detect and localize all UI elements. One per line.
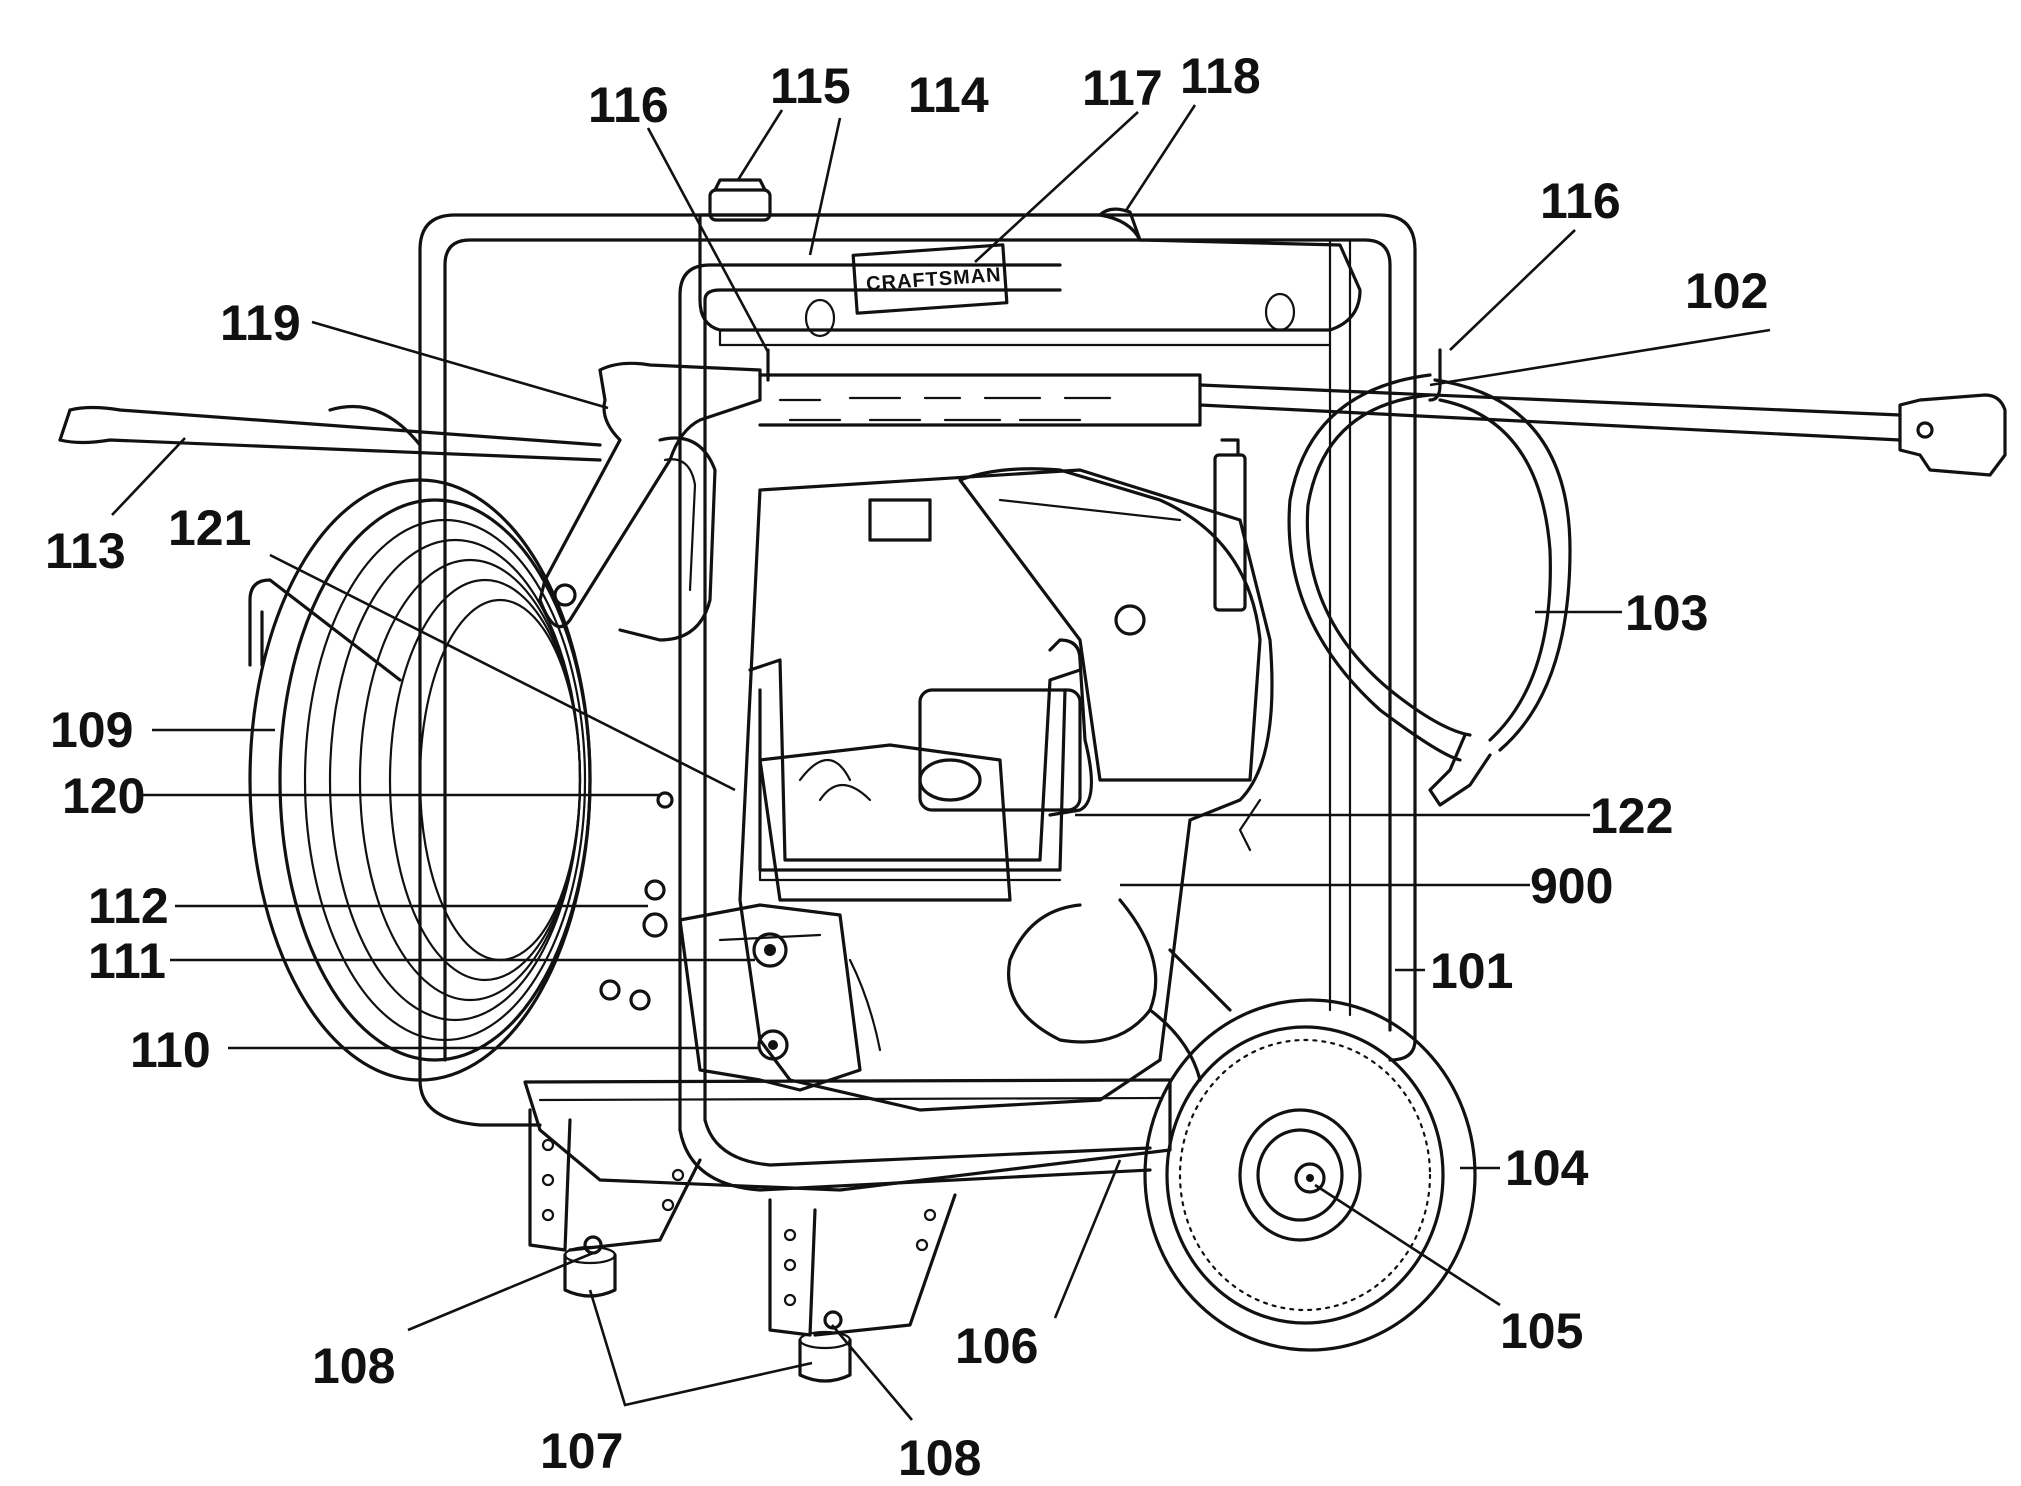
leader-118: [1123, 104, 1197, 213]
callout-104: 104: [1505, 1140, 1589, 1196]
leader-119: [311, 320, 609, 410]
callout-108-left: 108: [312, 1338, 395, 1394]
wand-vents: [778, 396, 1112, 422]
bracket-122: [1048, 638, 1094, 817]
callout-103: 103: [1625, 585, 1708, 641]
spray-gun-119: [538, 361, 762, 642]
fitting-112: [642, 912, 668, 938]
callout-110: 110: [130, 1022, 211, 1078]
callout-900: 900: [1530, 858, 1613, 914]
callout-113: 113: [45, 523, 126, 579]
soap-injector-121: [1213, 438, 1247, 612]
engine: [738, 467, 1274, 1112]
callout-105: 105: [1500, 1303, 1583, 1359]
label-118: [1098, 207, 1142, 242]
foot-bolt-108: [583, 1235, 843, 1330]
callout-102: 102: [1685, 263, 1768, 319]
handle-113: [58, 405, 602, 462]
wand-102: [758, 373, 2007, 477]
leader-lines: [111, 104, 1771, 1421]
axle-hub-105: [1294, 1162, 1326, 1194]
leader-106: [1053, 1159, 1122, 1319]
fitting-111: [752, 932, 788, 968]
leader-102: [1429, 328, 1771, 387]
callout-114: 114: [908, 67, 989, 123]
fitting-110: [757, 1029, 789, 1061]
leader-117: [974, 111, 1139, 263]
callout-109: 109: [50, 702, 133, 758]
callout-111: 111: [88, 933, 166, 989]
top-cover-114: [698, 213, 1362, 347]
pump: [678, 903, 882, 1092]
leader-116-left: [646, 127, 770, 353]
callout-119: 119: [220, 295, 301, 351]
callout-108-right: 108: [898, 1430, 981, 1486]
callout-115: 115: [770, 58, 851, 114]
callouts: 101 102 103 104 105 106 107 108 108 109 …: [45, 48, 1768, 1486]
leader-113: [111, 437, 186, 516]
wheel-104: [1143, 998, 1477, 1352]
leader-115: [736, 109, 784, 181]
fuel-cap-115: [708, 178, 772, 222]
leader-114: [808, 117, 842, 256]
leader-108-left: [407, 1251, 594, 1332]
leader-107: [588, 1289, 813, 1407]
hose-103: [1287, 373, 1572, 807]
callout-120: 120: [62, 768, 145, 824]
callout-112: 112: [88, 878, 169, 934]
rubber-foot-107: [563, 1245, 852, 1383]
bracket-900: [748, 658, 1082, 882]
callout-118: 118: [1180, 48, 1261, 104]
leader-105: [1314, 1183, 1501, 1307]
misc-bolts: [599, 879, 666, 1011]
callout-121: 121: [168, 500, 251, 556]
callout-106: 106: [955, 1318, 1038, 1374]
leg-right: [768, 1193, 957, 1337]
leader-116-right: [1449, 229, 1576, 351]
frame-101: [418, 213, 1417, 1192]
callout-116-left: 116: [588, 77, 669, 133]
callout-117: 117: [1082, 60, 1163, 116]
callout-107: 107: [540, 1423, 623, 1479]
callout-116-right: 116: [1540, 173, 1621, 229]
leader-108-right: [831, 1324, 913, 1421]
callout-101: 101: [1430, 943, 1513, 999]
fitting-120: [656, 791, 674, 809]
hook-116: [766, 348, 1442, 402]
hose-reel-109: [248, 478, 592, 1082]
callout-122: 122: [1590, 788, 1673, 844]
leader-121: [269, 553, 736, 792]
